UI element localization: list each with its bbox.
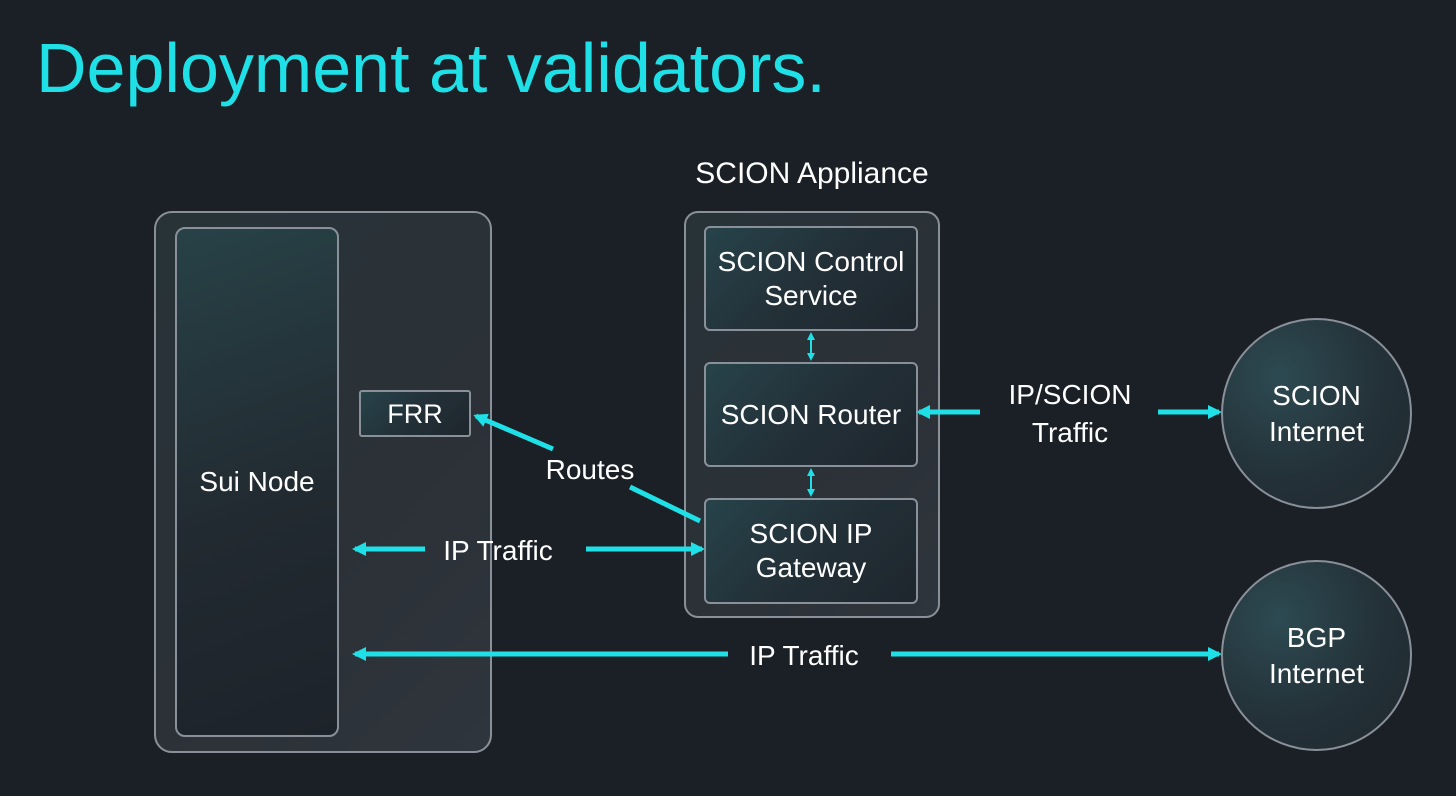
scion-control-service-box: SCION Control Service (704, 226, 918, 331)
scion-internet-node: SCION Internet (1221, 318, 1412, 509)
frr-box: FRR (359, 390, 471, 437)
sui-node-label: Sui Node (199, 466, 315, 497)
routes-arrow-segment (628, 484, 702, 524)
ip-scion-traffic-label: IP/SCION Traffic (1008, 379, 1132, 448)
routes-label: Routes (545, 454, 635, 485)
bgp-internet-node: BGP Internet (1221, 560, 1412, 751)
scion-ip-gateway-box: SCION IP Gateway (704, 498, 918, 604)
scion-router-box: SCION Router (704, 362, 918, 467)
ip-traffic-bgp-label: IP Traffic (749, 640, 859, 671)
routes-arrow (473, 413, 554, 452)
scion-appliance-label: SCION Appliance (695, 157, 929, 190)
sui-node-box (175, 227, 339, 737)
ip-traffic-gateway-label: IP Traffic (443, 535, 553, 566)
slide-title: Deployment at validators. (36, 29, 826, 107)
